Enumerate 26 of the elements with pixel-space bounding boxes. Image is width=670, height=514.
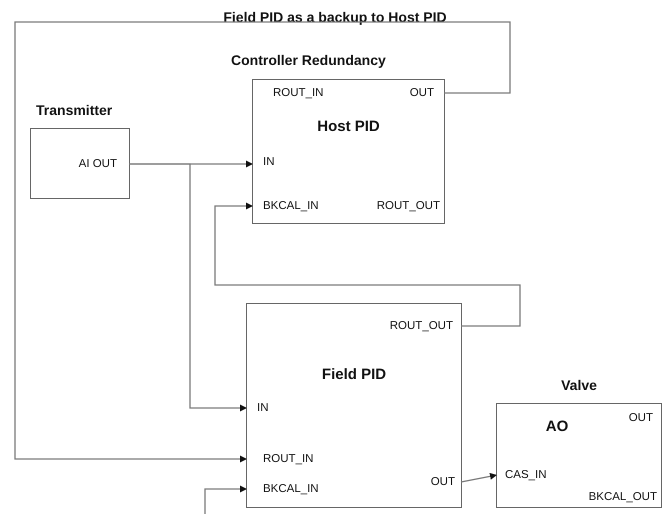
port-label: IN [253,153,274,171]
arrow [204,486,247,514]
port-label: BKCAL_OUT [588,488,661,506]
port-label: ROUT_IN [273,84,324,102]
block-heading: Transmitter [36,102,112,118]
port-label: BKCAL_IN [247,480,319,498]
block-heading: Controller Redundancy [231,52,386,68]
function-block [246,303,462,508]
port-label: ROUT_OUT [376,197,444,215]
block-heading: Valve [561,377,597,393]
arrow [460,472,498,483]
port-label: IN [247,399,268,417]
arrow [14,21,511,462]
port-label: OUT [410,84,444,102]
block-title: AO [544,418,570,436]
port-label: ROUT_OUT [390,317,461,335]
arrow [214,202,521,327]
port-label: ROUT_IN [247,450,314,468]
port-label: AI OUT [78,155,129,173]
port-label: CAS_IN [497,466,547,484]
arrow [129,163,247,412]
port-label: BKCAL_IN [253,197,319,215]
port-label: OUT [430,473,461,491]
port-label: OUT [628,409,661,427]
block-title: Field PID [320,366,388,384]
block-title: Host PID [316,118,381,136]
